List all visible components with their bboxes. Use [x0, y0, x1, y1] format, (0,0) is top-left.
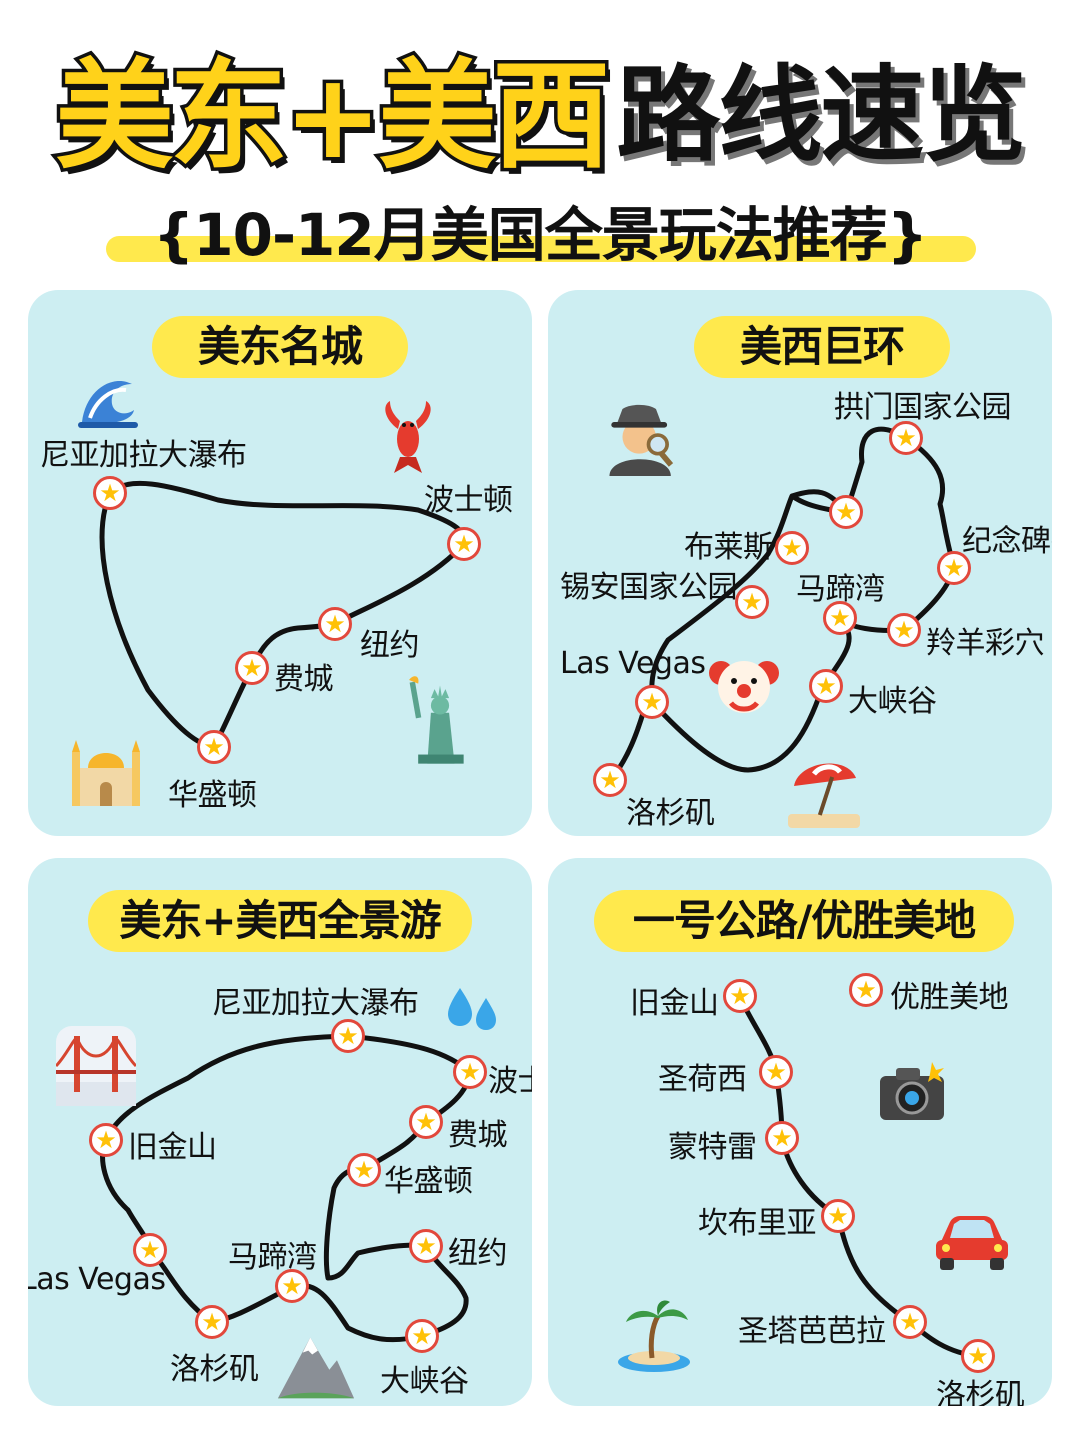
- beach-umbrella-icon: [784, 752, 864, 832]
- stop-label: 拱门国家公园: [834, 390, 1012, 425]
- island-icon: [614, 1296, 694, 1376]
- star-marker: ★: [405, 1319, 439, 1353]
- stop-label: 华盛顿: [384, 1164, 473, 1199]
- panel-highway-one: 一号公路/优胜美地 ★ ★ ★ ★ ★ ★ ★ 旧金山 优胜美地 圣荷西 蒙特雷…: [548, 858, 1052, 1406]
- title-black-part: 路线速览: [611, 49, 1031, 181]
- stop-label: 大峡谷: [848, 684, 937, 719]
- mosque-icon: [66, 728, 146, 808]
- lobster-icon: [368, 398, 448, 478]
- golden-gate-icon: [56, 1026, 136, 1106]
- star-marker: ★: [89, 1123, 123, 1157]
- star-marker: ★: [809, 669, 843, 703]
- star-marker: ★: [893, 1305, 927, 1339]
- stop-label: 旧金山: [630, 986, 719, 1021]
- panel-title: 美东+美西全景游: [88, 890, 472, 952]
- stop-label: 洛杉矶: [626, 796, 715, 831]
- detective-icon: [602, 396, 682, 476]
- star-marker: ★: [93, 476, 127, 510]
- star-marker: ★: [235, 651, 269, 685]
- stop-label: Las Vegas: [28, 1262, 166, 1297]
- star-marker: ★: [723, 979, 757, 1013]
- stop-label: 波士顿: [488, 1064, 532, 1099]
- stop-label: 尼亚加拉大瀑布: [212, 986, 419, 1021]
- star-marker: ★: [849, 973, 883, 1007]
- panel-full-tour: 美东+美西全景游 ★ ★ ★ ★ ★ ★ ★ ★ ★ ★ 尼亚加拉大瀑布 波士顿…: [28, 858, 532, 1406]
- stop-label: Las Vegas: [560, 646, 706, 681]
- stop-label: 优胜美地: [890, 980, 1009, 1015]
- stop-label: 锡安国家公园: [560, 570, 738, 605]
- panel-west-loop: 美西巨环 ★ ★ ★ ★ ★ ★ ★ ★ ★ ★ 拱门国家公园 纪念碑谷 布莱斯…: [548, 290, 1052, 836]
- stop-label: 费城: [274, 662, 334, 697]
- star-marker: ★: [775, 531, 809, 565]
- star-marker: ★: [759, 1055, 793, 1089]
- star-marker: ★: [961, 1339, 995, 1373]
- clown-icon: [704, 646, 784, 726]
- panel-title: 美西巨环: [694, 316, 950, 378]
- stop-label: 马蹄湾: [796, 572, 885, 607]
- star-marker: ★: [133, 1233, 167, 1267]
- star-marker: ★: [823, 601, 857, 635]
- stop-label: 洛杉矶: [936, 1378, 1025, 1406]
- stop-label: 羚羊彩穴: [926, 626, 1045, 661]
- star-marker: ★: [318, 607, 352, 641]
- star-marker: ★: [635, 685, 669, 719]
- stop-label: 纪念碑谷: [962, 524, 1052, 559]
- stop-label: 华盛顿: [168, 778, 257, 813]
- star-marker: ★: [937, 551, 971, 585]
- star-marker: ★: [889, 421, 923, 455]
- stop-label: 波士顿: [424, 483, 513, 518]
- page-title: 美东+美西 路线速览: [0, 30, 1080, 188]
- stop-label: 纽约: [448, 1236, 508, 1271]
- stop-label: 圣塔芭芭拉: [738, 1314, 886, 1349]
- star-marker: ★: [447, 527, 481, 561]
- star-marker: ★: [453, 1055, 487, 1089]
- star-marker: ★: [197, 730, 231, 764]
- stop-label: 纽约: [360, 628, 420, 663]
- wave-icon: [68, 360, 148, 440]
- stop-label: 费城: [448, 1118, 508, 1153]
- stop-label: 洛杉矶: [170, 1352, 259, 1387]
- panel-title: 一号公路/优胜美地: [594, 890, 1014, 952]
- star-marker: ★: [195, 1305, 229, 1339]
- statue-of-liberty-icon: [400, 676, 480, 764]
- stop-label: 圣荷西: [658, 1062, 747, 1097]
- stop-label: 大峡谷: [380, 1364, 469, 1399]
- panel-east-cities: 美东名城 ★ ★ ★ ★ ★ 尼亚加拉大瀑布 波士顿 纽约 费城 华盛顿: [28, 290, 532, 836]
- stop-label: 坎布里亚: [698, 1206, 817, 1241]
- star-marker: ★: [821, 1199, 855, 1233]
- droplets-icon: [432, 968, 512, 1048]
- title-yellow-part: 美东+美西: [52, 43, 614, 188]
- panel-title: 美东名城: [152, 316, 408, 378]
- star-marker: ★: [829, 495, 863, 529]
- star-marker: ★: [331, 1019, 365, 1053]
- stop-label: 旧金山: [128, 1130, 217, 1165]
- subtitle: {10-12月美国全景玩法推荐}: [152, 201, 928, 269]
- stop-label: 马蹄湾: [228, 1240, 317, 1275]
- subtitle-highlight: [106, 236, 976, 262]
- mountain-icon: [276, 1324, 356, 1404]
- stop-label: 布莱斯: [684, 530, 773, 565]
- star-marker: ★: [409, 1105, 443, 1139]
- car-icon: [932, 1202, 1012, 1282]
- stop-label: 蒙特雷: [668, 1130, 757, 1165]
- camera-icon: [872, 1052, 952, 1132]
- star-marker: ★: [735, 585, 769, 619]
- star-marker: ★: [593, 763, 627, 797]
- star-marker: ★: [409, 1229, 443, 1263]
- star-marker: ★: [887, 613, 921, 647]
- star-marker: ★: [347, 1153, 381, 1187]
- star-marker: ★: [275, 1269, 309, 1303]
- star-marker: ★: [765, 1121, 799, 1155]
- stop-label: 尼亚加拉大瀑布: [40, 438, 247, 473]
